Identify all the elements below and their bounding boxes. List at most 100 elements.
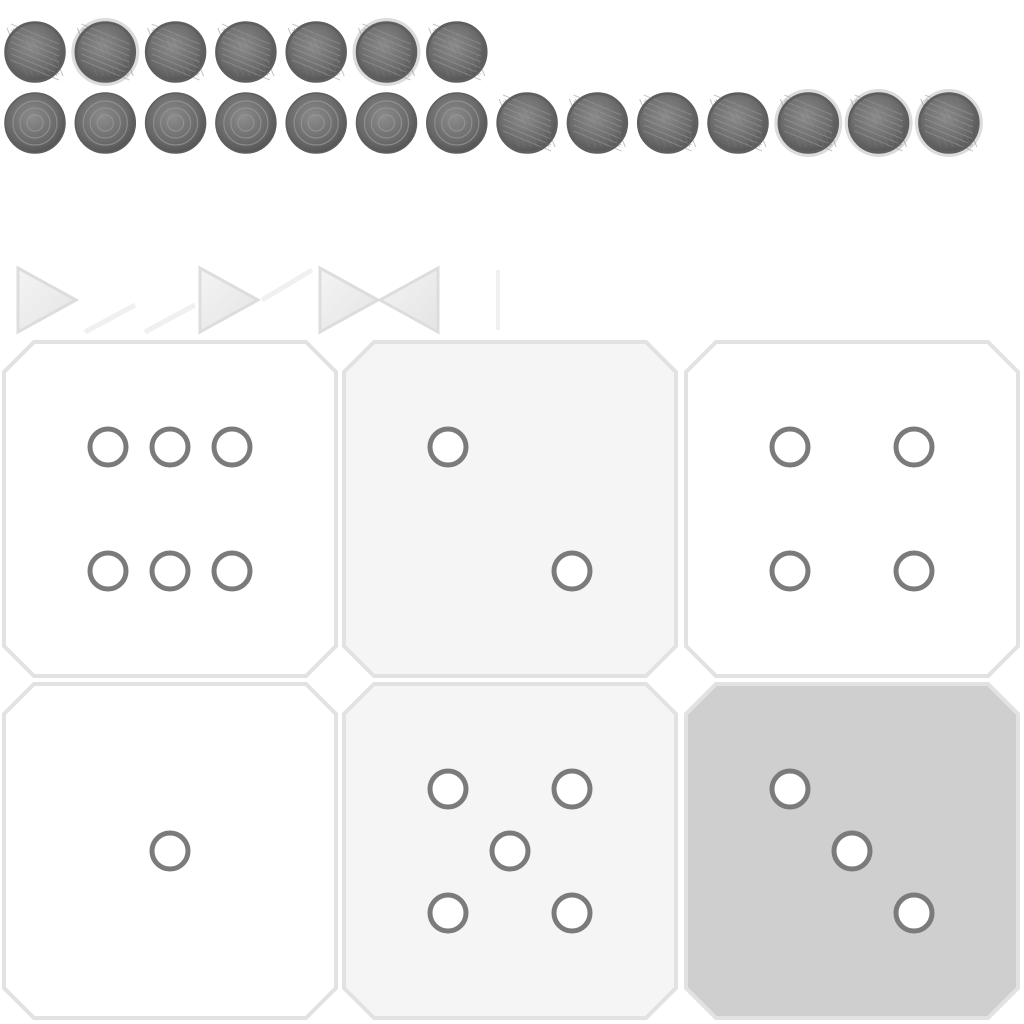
- checker-ring: [293, 100, 339, 146]
- checker-weave-line: [657, 98, 679, 148]
- checker-weave-line: [376, 27, 397, 77]
- checker-weave-line: [221, 29, 271, 51]
- checker-body: [144, 92, 207, 154]
- checker-weave-line: [81, 35, 130, 57]
- checker-weave-line: [586, 98, 608, 148]
- checker-piece: [707, 92, 769, 154]
- checker-weave-line: [932, 98, 954, 148]
- arrow-right-icon: [318, 265, 382, 335]
- checker-weave-line: [458, 27, 480, 77]
- checker-weave-line: [177, 27, 199, 77]
- checker-weave-line: [573, 112, 622, 134]
- checker-piece: [774, 89, 843, 157]
- arrow-separator: [260, 267, 314, 303]
- checker-rim: [5, 22, 65, 82]
- checker-piece: [426, 92, 488, 154]
- arrow-shape: [376, 265, 440, 335]
- checker-ring: [441, 107, 473, 139]
- checker-ring: [153, 100, 199, 146]
- die-face-body: [684, 340, 1020, 678]
- checker-weave-line: [432, 53, 481, 75]
- checker-weave-line: [862, 98, 884, 148]
- checker-weave-line: [580, 98, 602, 148]
- checker-ring: [96, 114, 114, 132]
- checker-weave-line: [573, 118, 622, 140]
- checker-weave-line: [10, 35, 60, 57]
- checker-weave-line: [432, 41, 481, 63]
- checker-weave-line: [573, 106, 622, 128]
- die-pip: [551, 550, 593, 592]
- checker-weave-line: [446, 27, 468, 77]
- checker-weave-line: [573, 124, 622, 146]
- checker-piece: [496, 92, 558, 154]
- checker-weave-line: [235, 27, 257, 77]
- die-face: [342, 340, 678, 678]
- checker-weave-line: [362, 35, 411, 57]
- checker-weave-line: [151, 29, 200, 51]
- die-face: [684, 340, 1020, 678]
- die-pip: [489, 830, 531, 872]
- checker-weave-line: [791, 98, 813, 148]
- checker-ring: [377, 114, 396, 132]
- checker-rim: [426, 22, 487, 82]
- arrow-sprites: [16, 265, 500, 335]
- die-face: [342, 682, 678, 1020]
- checker-piece: [426, 21, 488, 83]
- die-face: [2, 340, 338, 678]
- checker-weave-line: [171, 27, 193, 77]
- die-pip: [211, 550, 253, 592]
- checker-weave-line: [924, 118, 974, 140]
- checker-weave-line: [854, 100, 903, 122]
- checker-weave-line: [721, 98, 743, 148]
- checker-weave-line: [292, 41, 341, 63]
- checker-weave-line: [510, 98, 532, 148]
- checker-weave-line: [784, 112, 833, 134]
- checker-weave-line: [452, 27, 474, 77]
- checker-weave-line: [81, 53, 130, 75]
- die-pip: [769, 550, 811, 592]
- checker-weave-line: [784, 124, 833, 146]
- checker-rim: [145, 22, 206, 82]
- checker-weave-line: [362, 41, 411, 63]
- checker-weave-line: [516, 98, 538, 148]
- checker-weave-line: [663, 98, 685, 148]
- arrow-separator: [83, 302, 137, 335]
- die-pip: [831, 830, 873, 872]
- checker-weave-line: [643, 124, 692, 146]
- checker-piece: [4, 92, 66, 154]
- arrow-shape: [318, 265, 382, 335]
- checker-ring: [300, 107, 332, 139]
- checker-ring: [370, 107, 403, 139]
- checker-weave-line: [713, 100, 763, 122]
- checker-piece: [285, 92, 347, 154]
- checker-piece: [215, 21, 277, 83]
- checker-weave-line: [30, 27, 52, 77]
- checker-weave-line: [247, 27, 269, 77]
- checker-weave-line: [573, 100, 622, 122]
- checker-weave-line: [370, 27, 391, 77]
- die-pip: [769, 768, 811, 810]
- checker-weave-line: [221, 35, 271, 57]
- checker-ring: [89, 107, 121, 139]
- checker-weave-line: [803, 98, 825, 148]
- checker-ring: [82, 100, 128, 146]
- checker-weave-line: [151, 35, 200, 57]
- checker-weave-line: [299, 27, 321, 77]
- checker-piece: [914, 89, 983, 157]
- checker-ring: [434, 100, 480, 146]
- checker-weave-line: [382, 27, 403, 77]
- checker-weave-line: [292, 53, 341, 75]
- checker-rim: [286, 22, 347, 82]
- checker-rim: [708, 93, 768, 153]
- checker-weave-line: [159, 27, 181, 77]
- checker-weave-line: [388, 27, 409, 77]
- checker-weave-line: [229, 27, 251, 77]
- arrow-shape: [198, 265, 262, 335]
- die-pip: [893, 550, 935, 592]
- checker-weave-line: [221, 53, 271, 75]
- die-pip: [893, 892, 935, 934]
- checker-weave-line: [924, 100, 974, 122]
- checker-weave-line: [643, 106, 692, 128]
- checker-ring: [363, 100, 410, 146]
